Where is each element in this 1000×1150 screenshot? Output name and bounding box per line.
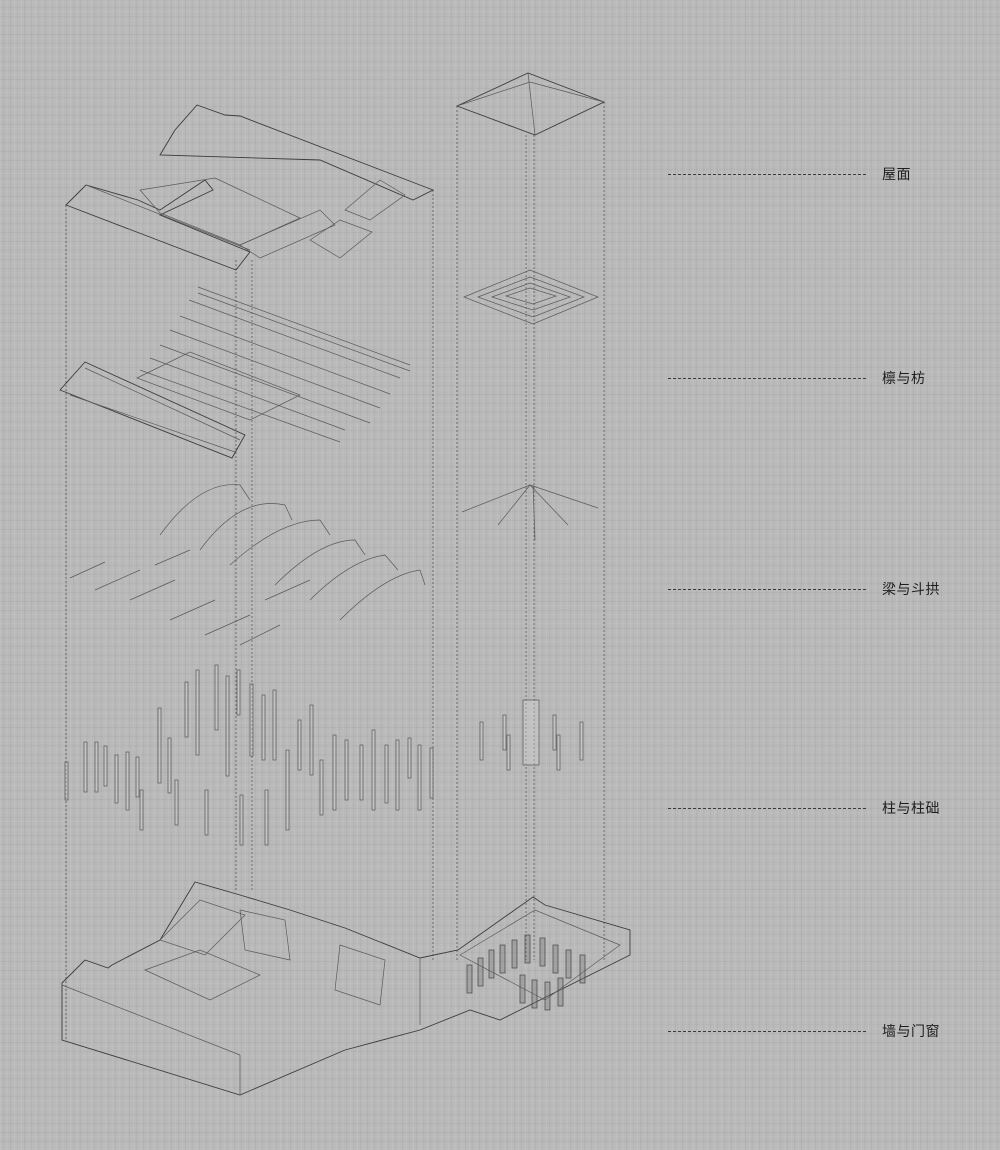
layer-label-text: 梁与斗拱 [882,582,940,598]
layer-label-roof: 屋面 [668,162,968,186]
layer-label-walls: 墙与门窗 [668,1019,968,1043]
leader-line [668,588,866,590]
layer-label-text: 墙与门窗 [882,1024,940,1040]
layer-label-columns: 柱与柱础 [668,796,968,820]
leader-line [668,807,866,809]
leader-line [668,173,866,175]
layer-label-purlins: 檩与枋 [668,366,968,390]
columns-layer [64,664,584,846]
leader-line [668,1030,866,1032]
roof-layer [65,72,606,271]
layer-label-brackets: 梁与斗拱 [668,577,968,601]
layer-label-text: 柱与柱础 [882,801,940,817]
leader-line [668,377,866,379]
brackets-layer [69,484,599,646]
layer-label-text: 檩与枋 [882,371,926,387]
walls-layer [61,881,631,1096]
layer-label-text: 屋面 [882,167,911,183]
purlins-layer [59,269,599,459]
projection-guides [65,102,605,1040]
